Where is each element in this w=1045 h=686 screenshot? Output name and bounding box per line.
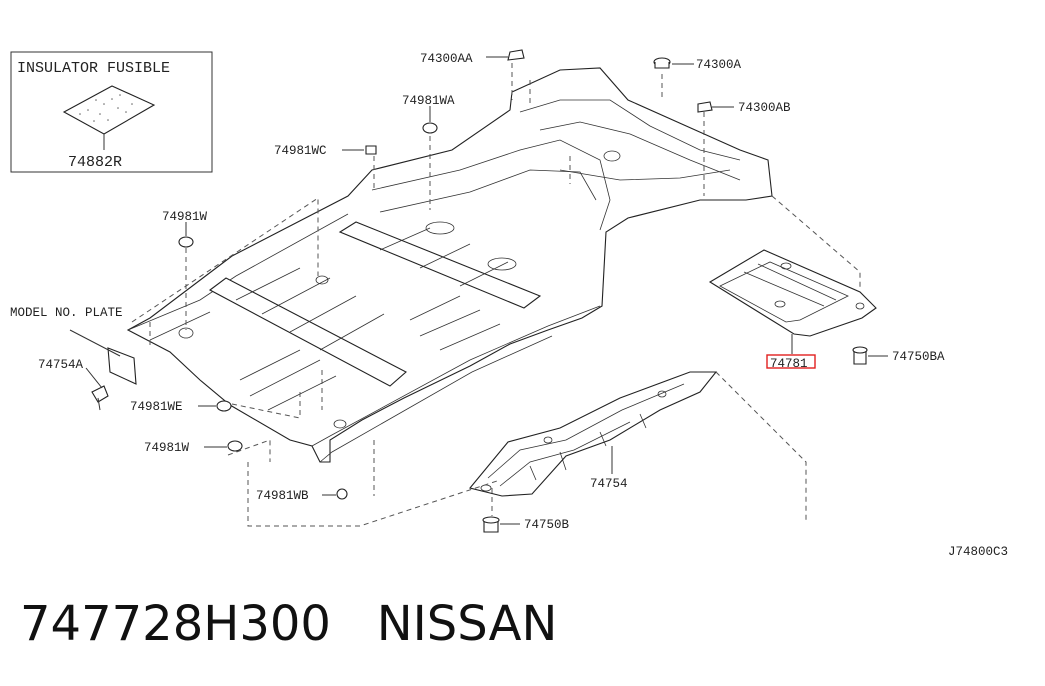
highlight-box <box>766 354 816 369</box>
reference-lines <box>131 54 861 527</box>
floor-panel-assembly <box>126 67 773 463</box>
grommets <box>91 49 868 533</box>
label-74300AB: 74300AB <box>738 101 791 115</box>
label-74981W-top: 74981W <box>162 210 208 224</box>
heat-insulator-74781 <box>708 249 877 354</box>
heat-insulator-74754 <box>469 371 718 497</box>
caption-brand: NISSAN <box>376 596 558 652</box>
label-74981W-bottom: 74981W <box>144 441 190 455</box>
caption: 747728H300 NISSAN <box>20 596 557 652</box>
part-labels: 74300AA 74300A 74300AB 74981WA 74981WC 7… <box>10 52 1008 559</box>
label-74754: 74754 <box>590 477 628 491</box>
label-74981WA: 74981WA <box>402 94 455 108</box>
model-plate <box>69 329 137 385</box>
label-74300A: 74300A <box>696 58 742 72</box>
inset-title: INSULATOR FUSIBLE <box>17 60 170 77</box>
label-74981WB: 74981WB <box>256 489 309 503</box>
caption-part-number: 747728H300 <box>20 596 331 652</box>
label-74781: 74781 <box>770 357 808 371</box>
label-74754A: 74754A <box>38 358 84 372</box>
label-74750BA: 74750BA <box>892 350 945 364</box>
inset-part-number: 74882R <box>68 154 122 171</box>
leader-lines <box>85 56 888 525</box>
insulator-inset: INSULATOR FUSIBLE 74882R <box>10 51 213 173</box>
label-74981WE: 74981WE <box>130 400 183 414</box>
label-model-plate: MODEL NO. PLATE <box>10 306 123 320</box>
diagram-code: J74800C3 <box>948 545 1008 559</box>
label-74981WC: 74981WC <box>274 144 327 158</box>
label-74300AA: 74300AA <box>420 52 473 66</box>
insulator-pad-icon <box>62 85 156 135</box>
label-74750B: 74750B <box>524 518 570 532</box>
